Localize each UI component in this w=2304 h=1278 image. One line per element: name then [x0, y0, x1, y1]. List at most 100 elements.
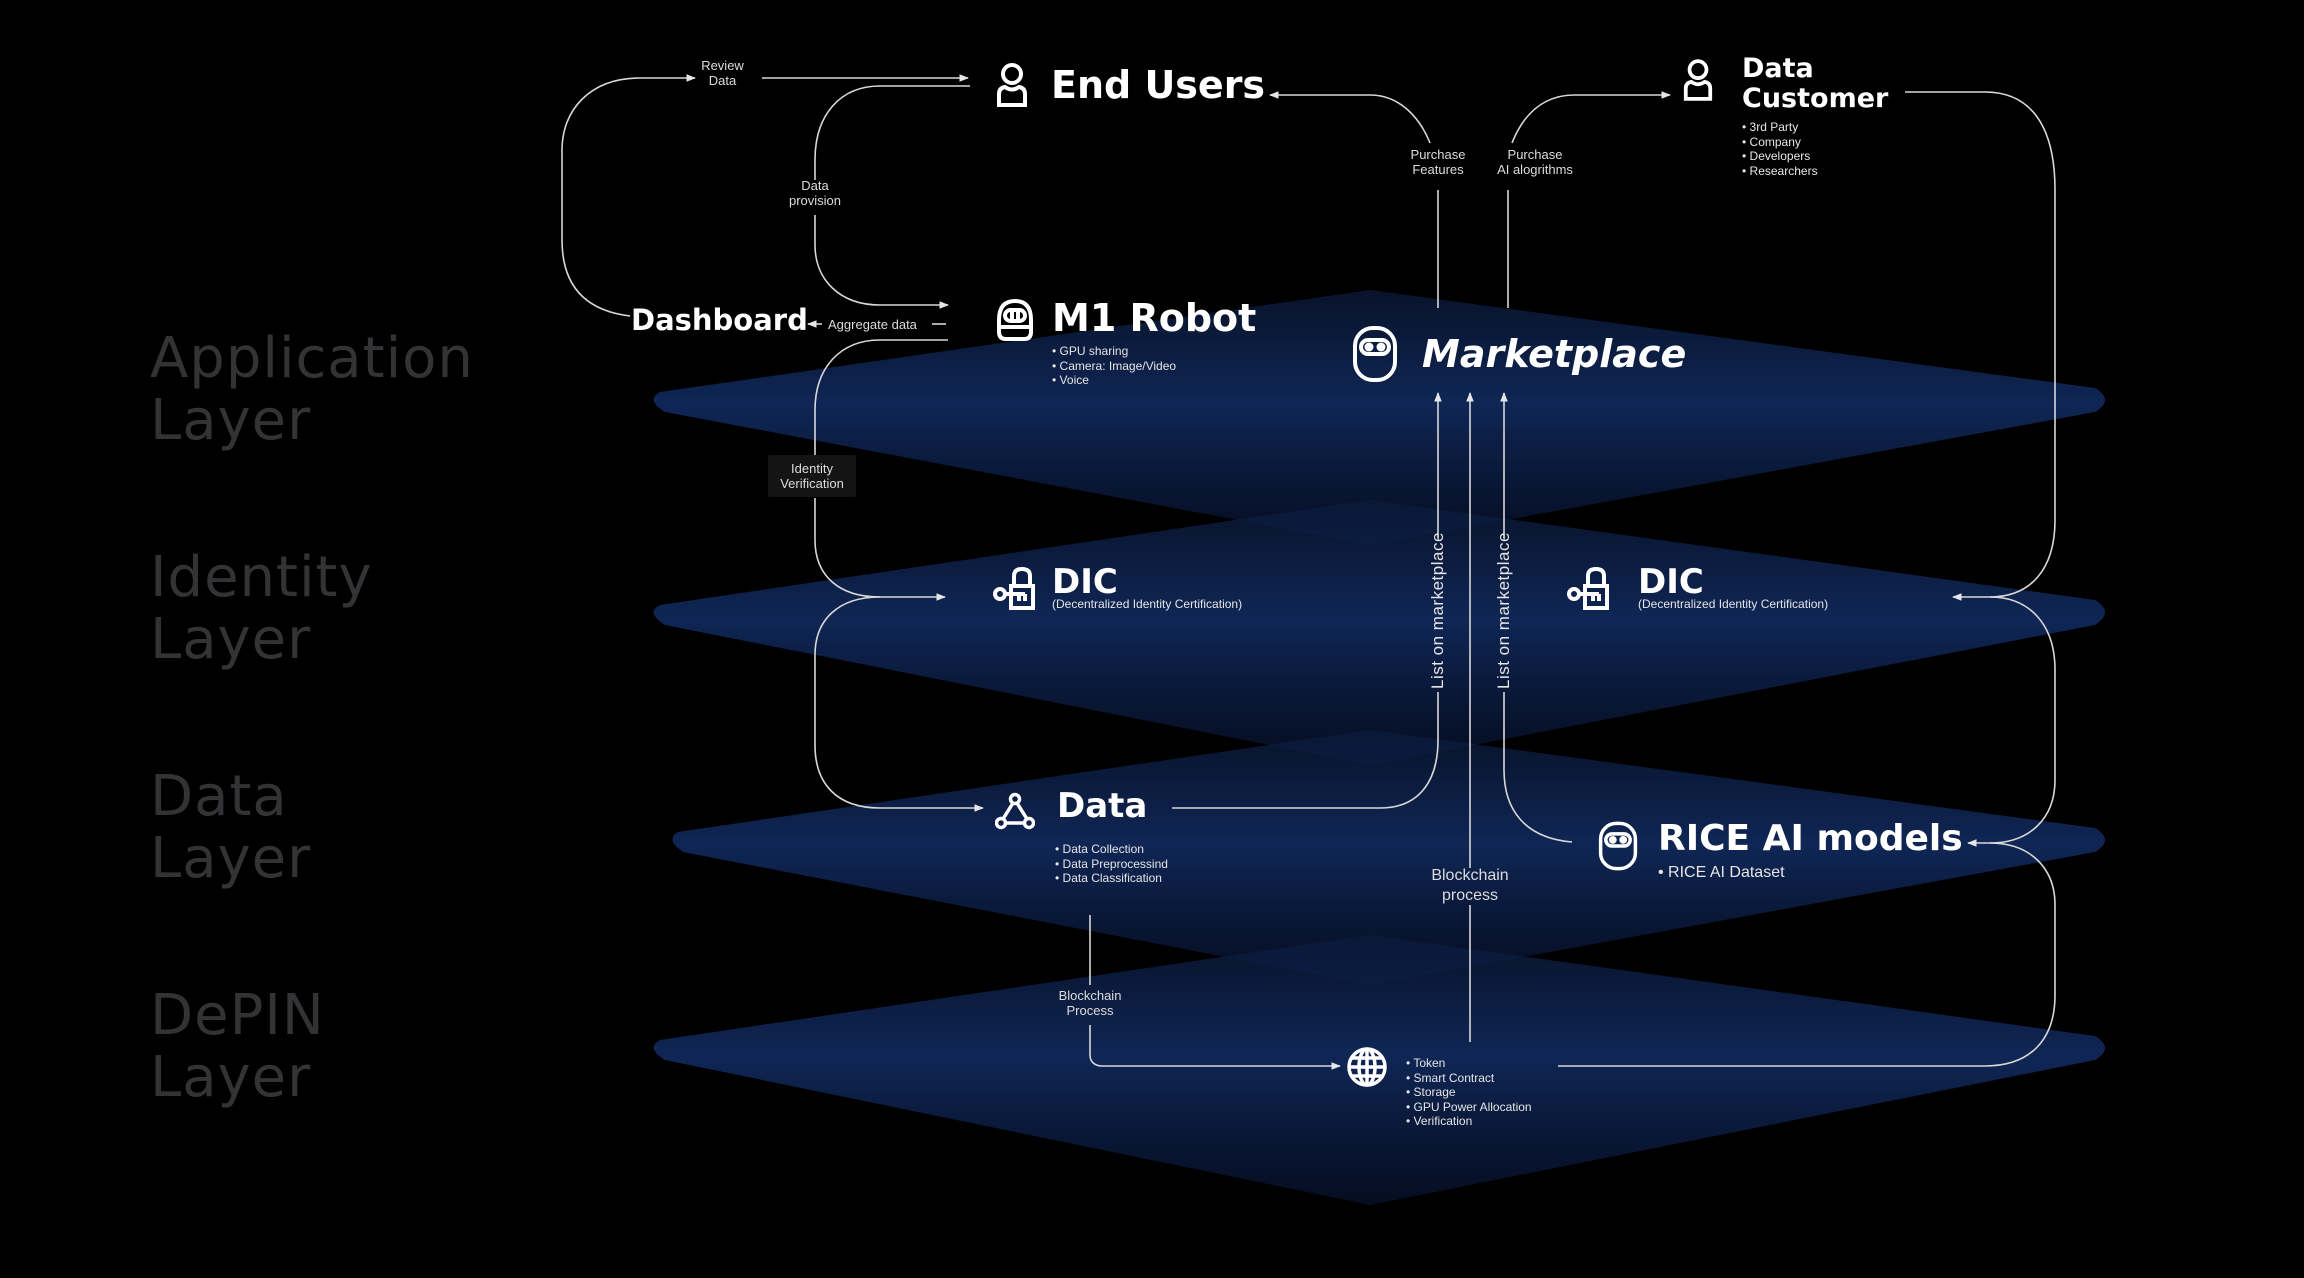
node-dashboard[interactable]: Dashboard	[631, 303, 808, 337]
edge-dicright-rice	[1967, 596, 2056, 847]
label-line: Purchase	[1507, 147, 1563, 162]
bullet-item: Data Collection	[1055, 842, 1168, 857]
bullet-item: GPU sharing	[1052, 344, 1176, 359]
data-bullets: Data Collection Data Preprocessind Data …	[1055, 842, 1168, 886]
robot-face-icon	[1353, 326, 1397, 382]
label-review-data: Review Data	[690, 58, 755, 88]
dic-left-subtitle: (Decentralized Identity Certification)	[1052, 597, 1243, 611]
edge-dic-data	[814, 596, 984, 812]
network-triangle-icon	[995, 792, 1035, 830]
label-purchase-features: Purchase Features	[1400, 147, 1476, 177]
label-line: provision	[788, 193, 842, 208]
label-line: Process	[1066, 1003, 1114, 1018]
end-users-title: End Users	[1051, 63, 1266, 107]
bullet-item: 3rd Party	[1742, 120, 1888, 135]
layer-label-data: Data Layer	[150, 766, 311, 890]
robot-face-icon	[1598, 821, 1638, 871]
user-icon	[997, 63, 1027, 107]
depin-bullets: Token Smart Contract Storage GPU Power A…	[1406, 1056, 1532, 1129]
label-line: Verification	[780, 476, 844, 491]
label-line: Blockchain	[1431, 867, 1509, 884]
layer-label-line: Data	[150, 764, 288, 829]
plane-identity	[653, 500, 2105, 765]
label-line: Identity	[791, 461, 833, 476]
layer-label-application: Application Layer	[150, 328, 474, 452]
edge-m1-identity	[814, 339, 948, 458]
bullet-item: Verification	[1406, 1114, 1532, 1129]
layer-label-line: Layer	[150, 607, 312, 672]
layer-label-line: Identity	[150, 545, 373, 610]
label-identity-verification: Identity Verification	[768, 461, 856, 491]
m1-robot-title: M1 Robot	[1052, 296, 1257, 340]
edge-dashboard-review	[561, 74, 696, 317]
edge-features-endusers	[1269, 91, 1431, 144]
edge-identity-dic	[814, 498, 946, 601]
dic-left-title: DIC	[1052, 562, 1118, 602]
bullet-item: Storage	[1406, 1085, 1532, 1100]
edge-customer-dicright	[1905, 91, 2056, 601]
key-lock-icon	[993, 566, 1035, 610]
bullet-item: Data Classification	[1055, 871, 1168, 886]
layer-label-line: Layer	[150, 388, 312, 453]
layer-label-line: Layer	[150, 1045, 312, 1110]
edge-depin-rice	[1558, 842, 2056, 1067]
dic-right-subtitle: (Decentralized Identity Certification)	[1638, 597, 1829, 611]
layer-label-line: DePIN	[150, 983, 325, 1048]
label-line: Features	[1412, 162, 1464, 177]
globe-icon	[1347, 1047, 1387, 1087]
node-end-users[interactable]: End Users	[995, 62, 1265, 108]
label-blockchain-process-left: Blockchain Process	[1050, 988, 1130, 1018]
layer-label-identity: Identity Layer	[150, 547, 373, 671]
edge-endusers-provision	[814, 85, 970, 180]
rice-ai-title: RICE AI models	[1658, 818, 1963, 859]
identity-verification-box	[768, 455, 856, 497]
label-line: Review	[701, 58, 744, 73]
plane-depin	[653, 935, 2105, 1205]
label-aggregate-data: Aggregate data	[828, 317, 917, 332]
robot-icon	[997, 298, 1033, 341]
bullet-item: RICE AI Dataset	[1658, 864, 1785, 882]
plane-application	[653, 290, 2105, 545]
bullet-item: Data Preprocessind	[1055, 857, 1168, 872]
label-data-provision: Data provision	[775, 178, 855, 208]
key-lock-icon	[1567, 566, 1609, 610]
m1-robot-bullets: GPU sharing Camera: Image/Video Voice	[1052, 344, 1177, 388]
label-line: Blockchain	[1058, 988, 1122, 1003]
label-line: process	[1441, 887, 1499, 904]
node-marketplace[interactable]: Marketplace	[1352, 325, 1686, 383]
edge-rice-list2	[1503, 692, 1573, 843]
layer-label-line: Layer	[150, 826, 312, 891]
label-list-on-marketplace-2: List on marketplace	[1494, 532, 1513, 689]
bullet-item: Token	[1406, 1056, 1532, 1071]
bullet-item: GPU Power Allocation	[1406, 1100, 1532, 1115]
bullet-item: Researchers	[1742, 164, 1888, 179]
data-customer-title: Customer	[1742, 83, 1889, 114]
bullet-item: Company	[1742, 135, 1888, 150]
label-blockchain-process-center: Blockchain process	[1420, 866, 1520, 906]
edge-ai-customer	[1511, 91, 1671, 144]
edge-blockchain-depin	[1089, 1025, 1341, 1070]
dic-right-title: DIC	[1638, 562, 1704, 602]
user-icon	[1683, 59, 1713, 101]
edge-data-list1	[1172, 692, 1439, 809]
data-customer-title: Data	[1742, 53, 1814, 84]
bullet-item: Camera: Image/Video	[1052, 359, 1177, 374]
label-line: Data	[801, 178, 829, 193]
marketplace-title: Marketplace	[1422, 332, 1687, 376]
layer-label-line: Application	[150, 326, 474, 391]
plane-data	[672, 730, 2106, 985]
label-line: AI alogrithms	[1497, 162, 1573, 177]
bullet-item: Developers	[1742, 149, 1888, 164]
edge-provision-m1	[814, 215, 949, 309]
label-line: Purchase	[1410, 147, 1466, 162]
data-customer-bullets: 3rd Party Company Developers Researchers	[1742, 120, 1888, 178]
label-line: Data	[708, 73, 737, 88]
label-purchase-ai: Purchase AI alogrithms	[1490, 147, 1580, 177]
label-list-on-marketplace-1: List on marketplace	[1428, 532, 1447, 689]
rice-ai-bullets: RICE AI Dataset	[1658, 864, 1785, 882]
layer-label-depin: DePIN Layer	[150, 985, 325, 1109]
bullet-item: Smart Contract	[1406, 1071, 1532, 1086]
data-title: Data	[1057, 786, 1148, 826]
